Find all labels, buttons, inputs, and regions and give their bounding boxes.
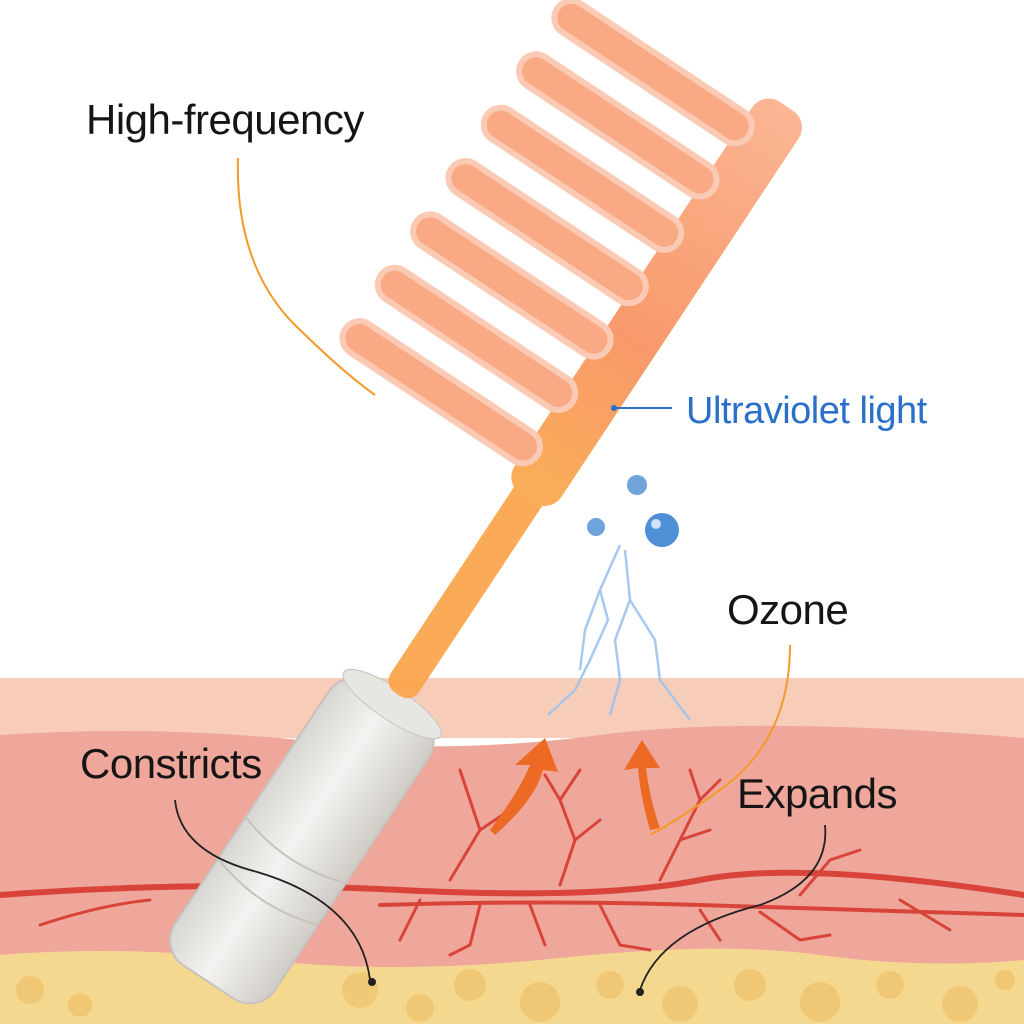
- label-ozone: Ozone: [727, 586, 849, 633]
- leader-lines: [174, 157, 827, 996]
- skin-layers: [0, 678, 1024, 1024]
- comb-electrode: [339, 0, 802, 699]
- label-constricts: Constricts: [80, 740, 262, 787]
- fat-cells: [16, 969, 1015, 1022]
- expansion-arrows: [490, 738, 660, 835]
- label-ultraviolet-light: Ultraviolet light: [686, 390, 927, 432]
- label-expands: Expands: [737, 770, 897, 817]
- label-high-frequency: High-frequency: [86, 96, 364, 143]
- ozone-bubbles: [587, 475, 679, 547]
- blood-vessels: [0, 768, 1024, 957]
- device-handle: [168, 668, 442, 1005]
- lightning-discharge-icon: [547, 544, 691, 721]
